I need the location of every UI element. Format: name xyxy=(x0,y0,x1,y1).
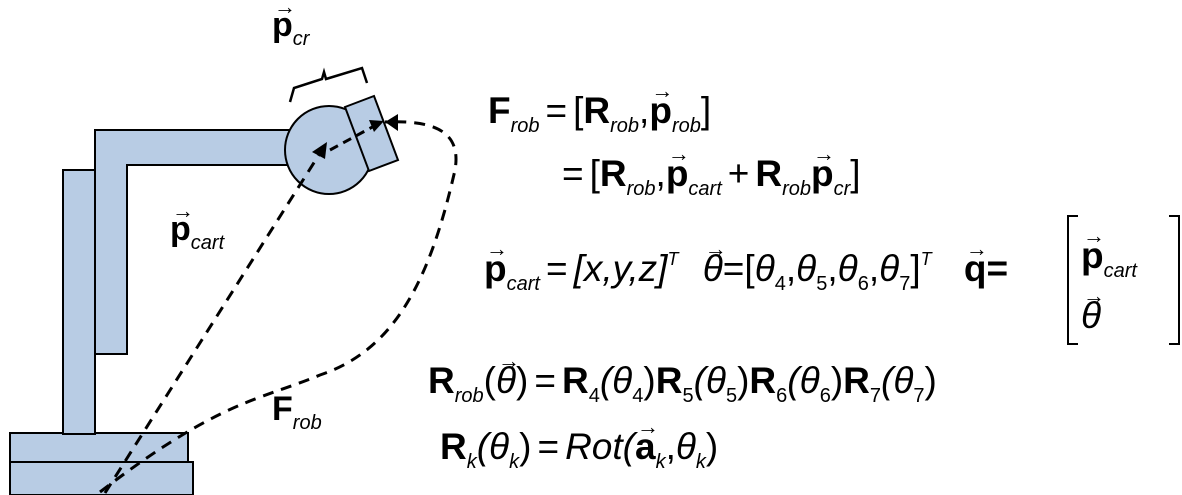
matrix-entry-theta: →θ xyxy=(1081,283,1105,336)
p-cart-arrowhead xyxy=(312,142,327,159)
matrix-right-bracket xyxy=(1169,215,1180,345)
frame-trajectory-path xyxy=(99,120,458,494)
equation-frame-definition: Frob=[Rrob,→prob] xyxy=(488,78,712,137)
matrix-left-bracket xyxy=(1067,215,1078,345)
equation-state-vectors: →pcart=[x,y,z]T →θ=[θ4,θ5,θ6,θ7]T →q= xyxy=(484,236,1009,296)
tool-head xyxy=(343,94,400,173)
p-cr-arrowhead xyxy=(369,120,384,132)
p-cr-vector xyxy=(329,123,377,152)
rear-post xyxy=(62,169,96,435)
equation-axis-rotation: Rk(θk)=Rot(→ak,θk) xyxy=(440,414,719,473)
f-rob-label: Frob xyxy=(272,390,322,434)
trajectory-arrowhead xyxy=(385,114,398,131)
p-cart-label: →pcart xyxy=(170,198,225,254)
matrix-entry-p-cart: →pcart xyxy=(1081,223,1137,282)
equation-rotation-product: Rrob(→θ)=R4(θ4)R5(θ5)R6(θ6)R7(θ7) xyxy=(428,348,937,407)
q-column-matrix: →pcart →θ xyxy=(1067,215,1180,345)
p-cart-vector xyxy=(103,149,324,494)
base-plate-top xyxy=(9,432,189,464)
p-cr-label: →pcr xyxy=(272,0,310,50)
p-cr-brace xyxy=(288,66,369,103)
equation-frame-expanded: =[Rrob,→pcart+Rrob→pcr] xyxy=(562,141,861,200)
